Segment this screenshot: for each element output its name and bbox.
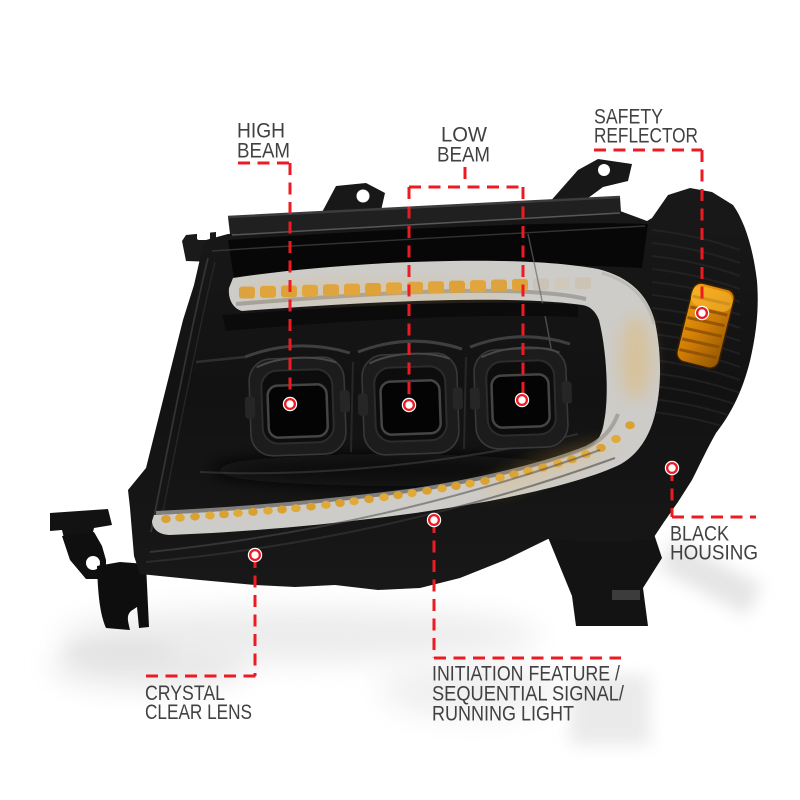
svg-text:HIGH: HIGH (237, 120, 285, 143)
svg-text:REFLECTOR: REFLECTOR (594, 125, 698, 148)
svg-text:RUNNING LIGHT: RUNNING LIGHT (432, 703, 574, 726)
svg-text:CRYSTAL: CRYSTAL (145, 682, 225, 705)
svg-text:BEAM: BEAM (237, 140, 290, 163)
svg-text:INITIATION FEATURE /: INITIATION FEATURE / (432, 663, 620, 686)
svg-text:BLACK: BLACK (670, 523, 729, 546)
svg-text:HOUSING: HOUSING (670, 542, 758, 565)
svg-text:CLEAR LENS: CLEAR LENS (145, 701, 252, 724)
svg-text:SEQUENTIAL SIGNAL/: SEQUENTIAL SIGNAL/ (432, 683, 624, 706)
svg-text:BEAM: BEAM (437, 144, 490, 167)
svg-text:SAFETY: SAFETY (594, 106, 663, 129)
svg-text:LOW: LOW (441, 124, 487, 147)
